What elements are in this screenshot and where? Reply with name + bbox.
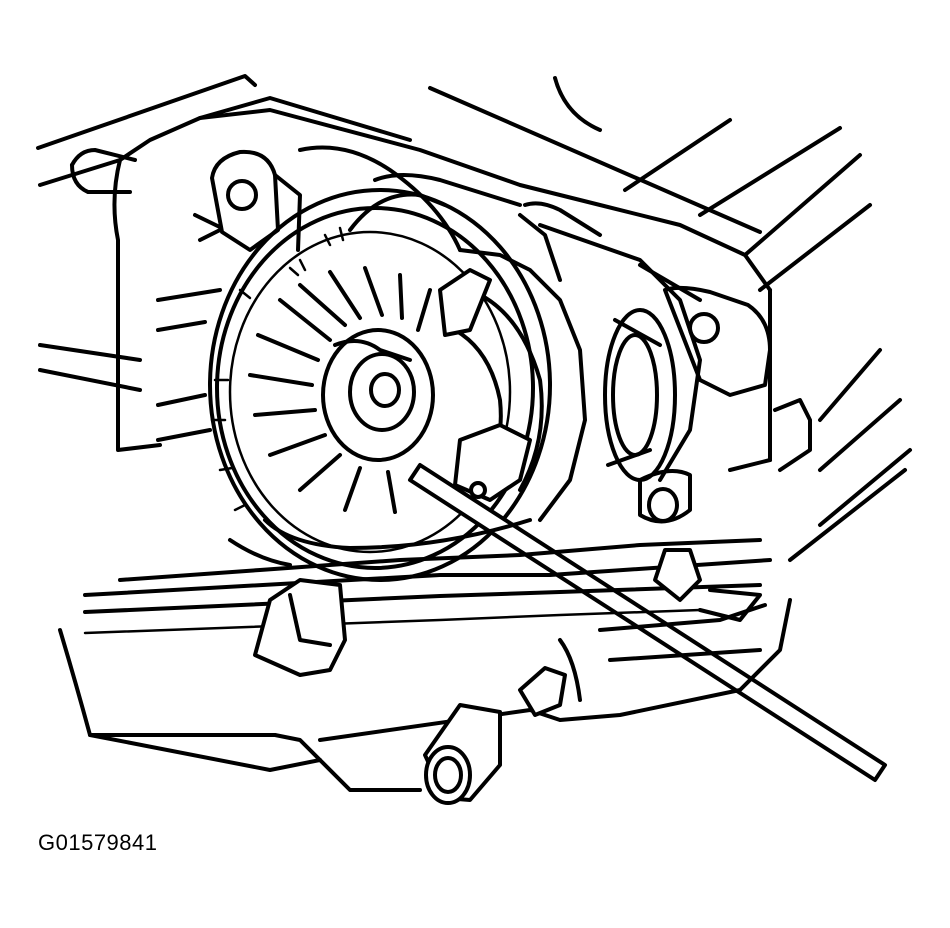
blower-motor-housing-illustration bbox=[36, 74, 912, 805]
left-housing-side bbox=[38, 158, 242, 452]
blower-wheel-hub bbox=[321, 328, 435, 462]
blower-wheel-blades bbox=[248, 266, 432, 514]
lower-bracket-clip bbox=[253, 548, 762, 677]
screwdriver-tool bbox=[408, 463, 887, 782]
lower-connector-pipe bbox=[423, 638, 582, 805]
upper-left-mount-tab bbox=[210, 149, 302, 252]
housing-detail-marks bbox=[210, 226, 345, 512]
cooling-tube bbox=[348, 173, 522, 232]
upper-housing bbox=[36, 74, 872, 292]
figure-id-label: G01579841 bbox=[38, 830, 158, 855]
left-shaft-stub bbox=[70, 148, 137, 194]
right-housing-side bbox=[638, 288, 912, 562]
right-end-cap bbox=[603, 308, 677, 482]
motor-housing bbox=[453, 201, 702, 522]
retainer-tab bbox=[438, 268, 532, 502]
